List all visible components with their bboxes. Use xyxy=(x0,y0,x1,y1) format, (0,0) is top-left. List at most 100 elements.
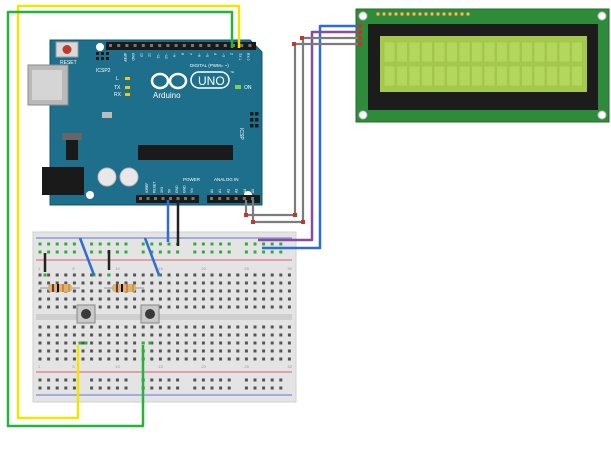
icsp2-pin xyxy=(106,52,109,55)
lcd-pin xyxy=(405,11,411,17)
breadboard-hole xyxy=(262,289,266,293)
breadboard-hole xyxy=(244,378,248,382)
breadboard-hole xyxy=(115,325,119,329)
breadboard-column-number: 25 xyxy=(244,266,249,271)
breadboard-hole xyxy=(72,357,76,361)
power-pin xyxy=(191,197,195,200)
lcd-char-cell xyxy=(533,41,546,63)
breadboard-hole xyxy=(279,281,283,285)
breadboard-hole xyxy=(150,273,154,277)
digital-pin xyxy=(150,44,153,47)
breadboard-hole xyxy=(47,297,51,301)
breadboard-hole xyxy=(201,281,205,285)
icsp2-header xyxy=(96,52,109,60)
lcd-char-cell xyxy=(383,65,396,87)
wire-purple-lcd xyxy=(258,30,361,242)
breadboard-hole xyxy=(158,242,162,246)
breadboard-hole xyxy=(72,349,76,353)
icsp2-label: ICSP2 xyxy=(96,68,111,74)
lcd-char-cell xyxy=(421,41,433,63)
lcd-pin xyxy=(411,11,417,17)
breadboard-hole xyxy=(219,273,223,277)
icsp-pin xyxy=(255,112,259,116)
breadboard-hole xyxy=(287,333,291,337)
breadboard-hole xyxy=(133,333,137,337)
breadboard-hole xyxy=(201,297,205,301)
digital-pin xyxy=(174,44,178,47)
lcd-char-cell xyxy=(496,41,508,63)
breadboard-hole xyxy=(184,333,188,337)
breadboard-hole xyxy=(167,297,171,301)
digital-pin xyxy=(166,44,170,47)
breadboard-hole xyxy=(133,357,137,361)
digital-pin-label: ~3 xyxy=(221,53,225,57)
jumper-blue-2 xyxy=(143,237,161,276)
breadboard-hole xyxy=(262,297,266,301)
logo-loop-left xyxy=(150,72,170,90)
lcd-char-cell xyxy=(521,65,533,87)
pushbutton-2-cap xyxy=(145,309,155,319)
resistor-2 xyxy=(104,284,144,292)
power-pin xyxy=(139,197,142,200)
digital-pin xyxy=(117,44,121,47)
wires xyxy=(6,4,361,428)
lcd-char-cell xyxy=(546,65,558,87)
digital-header-holes xyxy=(109,44,252,47)
breadboard-hole xyxy=(227,333,231,337)
lcd-pin xyxy=(441,11,447,17)
wire-blue-lcd xyxy=(262,24,361,250)
breadboard-hole xyxy=(124,378,128,382)
breadboard-hole xyxy=(287,341,291,345)
lcd-char-cell xyxy=(446,41,458,63)
breadboard-hole xyxy=(244,357,248,361)
power-pin-label: 3V3 xyxy=(160,187,164,193)
lcd-char-cell xyxy=(433,65,446,87)
breadboard-hole xyxy=(38,349,42,353)
breadboard-hole xyxy=(262,386,266,390)
capacitor-right xyxy=(119,167,139,187)
breadboard-hole xyxy=(107,333,111,337)
breadboard-hole xyxy=(158,386,162,390)
breadboard-hole xyxy=(210,297,214,301)
breadboard-hole xyxy=(227,341,231,345)
breadboard-hole xyxy=(279,325,283,329)
breadboard-hole xyxy=(47,378,51,382)
power-label: POWER xyxy=(183,177,201,182)
breadboard-hole xyxy=(124,250,128,254)
breadboard-hole xyxy=(72,273,76,277)
lcd-pin xyxy=(435,11,441,17)
breadboard-hole xyxy=(244,341,248,345)
breadboard-hole xyxy=(115,250,119,254)
breadboard-hole xyxy=(124,297,128,301)
breadboard-hole xyxy=(236,333,240,337)
breadboard-hole xyxy=(90,341,94,345)
lcd-pin xyxy=(447,11,453,17)
breadboard-hole xyxy=(55,281,59,285)
analog-header xyxy=(207,195,260,203)
breadboard-hole xyxy=(90,242,94,246)
breadboard-hole xyxy=(210,305,214,309)
breadboard-hole xyxy=(72,325,76,329)
breadboard-hole xyxy=(38,333,42,337)
uno-model: UNO xyxy=(198,74,225,88)
breadboard-hole xyxy=(253,341,257,345)
breadboard-hole xyxy=(38,250,42,254)
digital-label: DIGITAL (PWM= ~) xyxy=(190,63,229,68)
breadboard-hole xyxy=(201,357,205,361)
lcd-char-cell xyxy=(508,41,521,63)
breadboard-hole xyxy=(201,333,205,337)
breadboard-hole xyxy=(98,349,102,353)
breadboard-hole xyxy=(279,289,283,293)
power-header-holes xyxy=(139,197,195,200)
pushbutton-1-cap xyxy=(81,309,91,319)
breadboard-hole xyxy=(244,349,248,353)
breadboard-hole xyxy=(176,250,180,254)
breadboard-hole xyxy=(38,273,42,277)
breadboard-hole xyxy=(55,297,59,301)
breadboard-hole xyxy=(133,305,137,309)
breadboard-hole xyxy=(115,305,119,309)
breadboard-hole xyxy=(270,349,274,353)
breadboard-hole xyxy=(279,297,283,301)
brand-name: Arduino xyxy=(153,91,181,100)
breadboard-hole xyxy=(64,242,68,246)
